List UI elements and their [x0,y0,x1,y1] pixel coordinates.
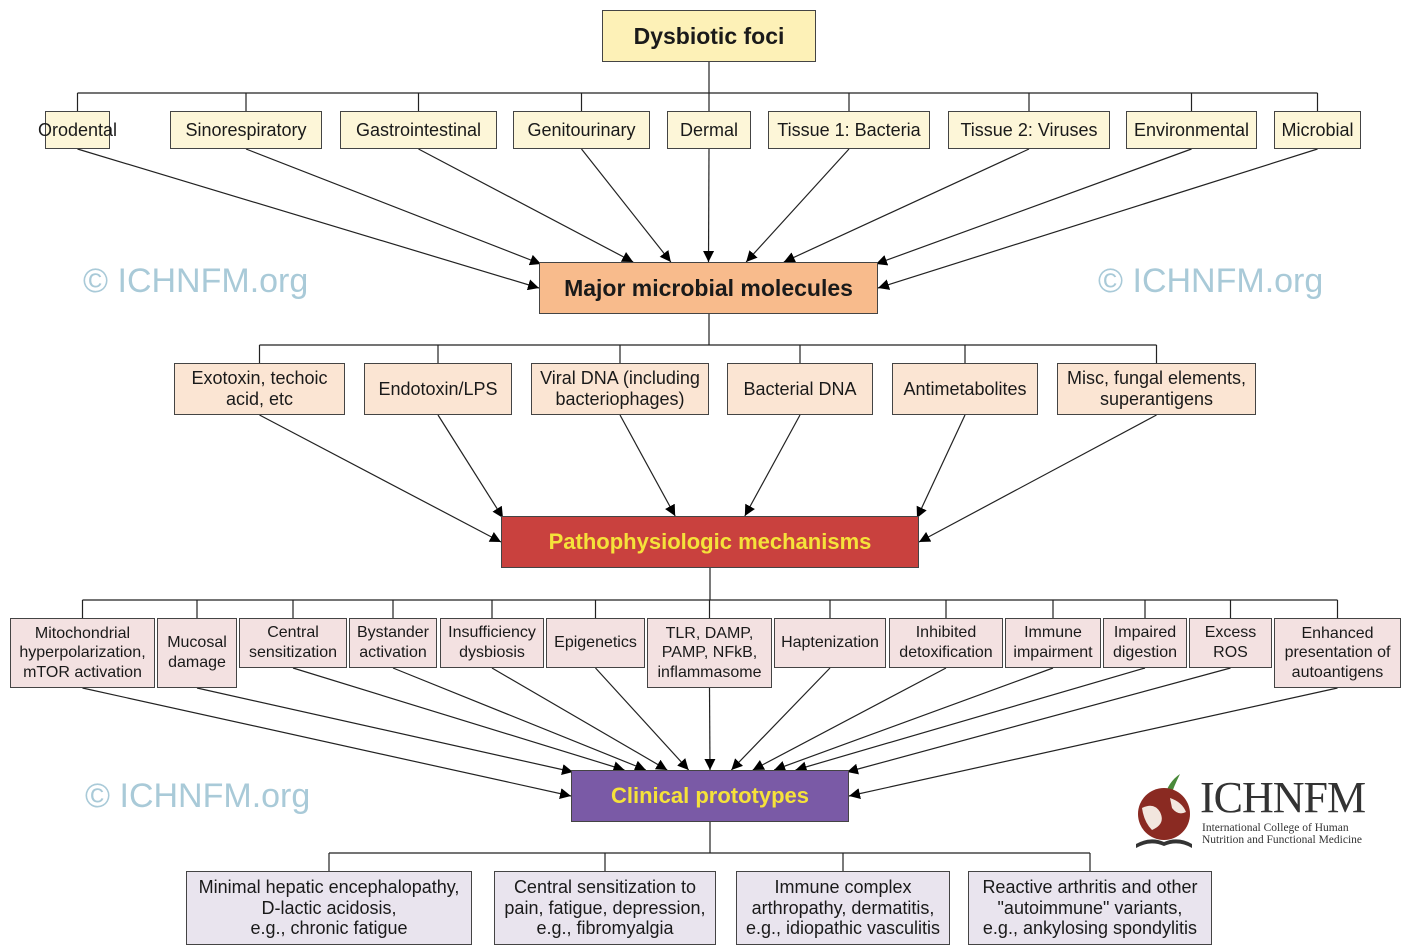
focus-box: Genitourinary [513,111,650,149]
microbial-molecules-title: Major microbial molecules [539,262,878,314]
arrow-line [795,667,1146,773]
mechanism-box: Central sensitization [239,618,347,668]
arrow-line [744,414,801,517]
focus-box: Microbial [1274,111,1361,149]
mechanism-box: Haptenization [774,618,886,668]
arrow-line [875,148,1192,266]
arrow-line [918,414,1157,543]
molecule-box: Antimetabolites [892,363,1038,415]
arrow-line [437,414,504,519]
arrow-line [783,148,1030,263]
focus-box: Tissue 1: Bacteria [768,111,930,149]
watermark-text: © ICHNFM.org [85,777,311,815]
arrow-line [730,667,831,771]
clinical-prototype-box: Reactive arthritis and other "autoimmune… [968,871,1212,945]
ichnfm-logo: ICHNFM International College of Human Nu… [1130,768,1400,852]
clinical-prototype-box: Minimal hepatic encephalopathy, D-lactic… [186,871,472,945]
mechanism-box: TLR, DAMP, PAMP, NFkB, inflammasome [647,618,772,688]
mechanism-box: Inhibited detoxification [889,618,1003,668]
clinical-prototype-box: Immune complex arthropathy, dermatitis, … [736,871,950,945]
molecule-box: Endotoxin/LPS [364,363,512,415]
arrow-line [418,148,634,263]
clinical-prototypes-title: Clinical prototypes [571,770,849,822]
focus-box: Dermal [667,111,751,149]
dysbiotic-foci-title: Dysbiotic foci [602,10,816,62]
mechanism-box: Immune impairment [1005,618,1101,668]
arrow-line [392,667,647,771]
arrow-line [916,414,966,519]
arrow-line [581,148,672,263]
arrow-line [77,148,540,291]
focus-box: Gastrointestinal [340,111,497,149]
arrow-line [773,667,1054,772]
focus-box: Environmental [1126,111,1257,149]
logo-wordmark: ICHNFM [1200,773,1366,822]
arrow-line [848,687,1338,799]
mechanism-box: Epigenetics [546,618,645,668]
molecule-box: Bacterial DNA [727,363,873,415]
arrow-line [703,148,715,263]
arrow-line [877,148,1318,290]
mechanism-box: Enhanced presentation of autoantigens [1274,618,1401,688]
watermark-text: © ICHNFM.org [83,262,309,300]
mechanism-box: Excess ROS [1189,618,1272,668]
mechanism-box: Insufficiency dysbiosis [440,618,544,668]
mechanism-box: Impaired digestion [1103,618,1187,668]
arrow-line [745,148,850,263]
logo-subtitle-line2: Nutrition and Functional Medicine [1202,834,1363,846]
arrow-line [259,414,502,543]
focus-box: Orodental [38,111,117,149]
arrow-line [619,414,676,517]
clinical-prototype-box: Central sensitization to pain, fatigue, … [494,871,716,945]
mechanism-box: Mitochondrial hyperpolarization, mTOR ac… [10,618,155,688]
focus-box: Tissue 2: Viruses [948,111,1110,149]
pathophysiologic-mechanisms-title: Pathophysiologic mechanisms [501,516,919,568]
arrow-line [704,687,716,771]
arrow-line [82,687,572,799]
arrow-line [245,148,542,266]
arrow-line [196,687,574,775]
arrow-line [846,667,1231,775]
arrow-line [595,667,690,771]
molecule-box: Exotoxin, techoic acid, etc [174,363,345,415]
mechanism-box: Bystander activation [349,618,437,668]
mechanism-box: Mucosal damage [157,618,237,688]
molecule-box: Misc, fungal elements, superantigens [1057,363,1256,415]
molecule-box: Viral DNA (including bacteriophages) [531,363,709,415]
arrow-line [491,667,668,771]
arrow-line [752,667,947,771]
watermark-text: © ICHNFM.org [1098,262,1324,300]
focus-box: Sinorespiratory [170,111,322,149]
globe-tree-icon [1136,774,1192,848]
logo-subtitle-line1: International College of Human [1202,822,1349,834]
arrow-line [292,667,625,773]
